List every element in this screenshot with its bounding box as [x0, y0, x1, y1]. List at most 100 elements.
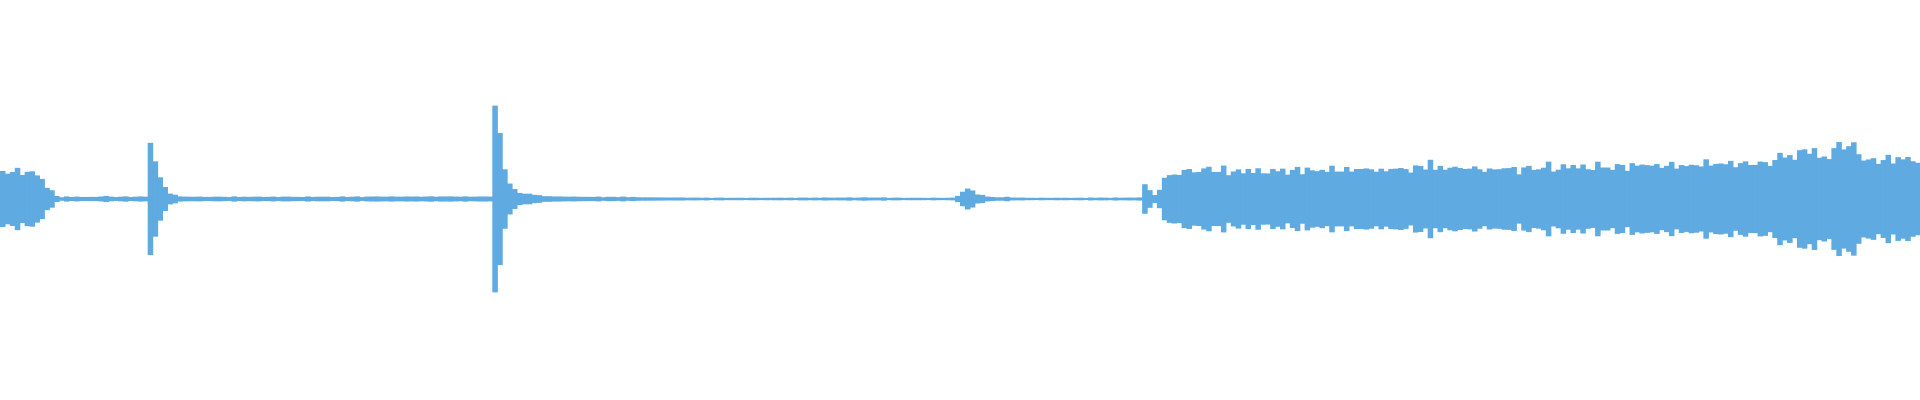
waveform-bar — [1772, 160, 1778, 238]
waveform-bar — [999, 197, 1005, 201]
waveform-bar — [329, 197, 336, 201]
waveform-bar — [1398, 168, 1404, 230]
waveform-bar — [974, 194, 981, 204]
waveform-bar — [1491, 169, 1498, 229]
waveform-bar — [1476, 169, 1483, 229]
waveform-bar — [502, 169, 508, 229]
waveform-bar — [1314, 171, 1320, 227]
waveform-bar — [1358, 168, 1365, 230]
waveform-bar — [969, 190, 976, 208]
waveform-bar — [881, 197, 887, 201]
waveform-bar — [1383, 171, 1389, 227]
waveform-bar — [1068, 197, 1074, 201]
waveform-bar — [708, 197, 715, 201]
waveform-bar — [64, 196, 70, 202]
waveform-bar — [1408, 172, 1414, 226]
waveform-bar — [640, 197, 646, 201]
waveform-bar — [201, 196, 208, 202]
waveform-bar — [1122, 197, 1128, 201]
waveform-bar — [787, 197, 794, 201]
waveform-bar — [1767, 165, 1773, 233]
waveform-bar — [1028, 197, 1035, 201]
waveform-bar — [73, 196, 80, 202]
waveform-bar — [1235, 169, 1242, 229]
waveform-bar — [644, 197, 651, 201]
waveform-bar — [1604, 167, 1611, 231]
waveform-bar — [19, 175, 26, 223]
waveform-bar — [561, 196, 567, 202]
waveform-bar — [964, 188, 971, 210]
waveform-bar — [1860, 160, 1867, 238]
waveform-bar — [1211, 171, 1217, 227]
waveform-bar — [1718, 163, 1724, 235]
waveform-bar — [1309, 170, 1316, 228]
waveform-bar — [1555, 169, 1562, 229]
waveform-bar — [945, 197, 951, 201]
waveform-bar — [334, 196, 341, 202]
waveform-bar — [1073, 197, 1079, 201]
waveform-bar — [822, 197, 828, 201]
waveform-bar — [1378, 168, 1384, 230]
waveform-bar — [418, 196, 424, 202]
waveform-bar — [1339, 171, 1345, 227]
waveform-bar — [1673, 168, 1680, 230]
waveform-bar — [1629, 163, 1636, 235]
waveform-bar — [1467, 168, 1473, 230]
waveform-bar — [1019, 197, 1025, 201]
waveform-bar — [1846, 146, 1852, 252]
waveform-bar — [152, 161, 159, 237]
waveform-bar — [103, 195, 109, 203]
waveform-bar — [1107, 197, 1114, 201]
waveform-bar — [1053, 197, 1060, 201]
waveform-bar — [1161, 177, 1168, 221]
waveform-bar — [1609, 169, 1616, 229]
waveform-bar — [1560, 164, 1567, 234]
waveform-bar — [467, 196, 474, 202]
waveform-bar — [1186, 169, 1192, 229]
waveform-bar — [1117, 197, 1124, 201]
waveform-bar — [1570, 165, 1576, 233]
waveform-bar — [1885, 154, 1892, 244]
waveform-bar — [162, 186, 168, 212]
waveform-bar — [187, 196, 193, 202]
waveform-bar — [807, 197, 813, 201]
waveform-bar — [1171, 174, 1178, 224]
waveform-bar — [1368, 169, 1375, 229]
waveform-bar — [615, 197, 621, 201]
waveform-bar — [1693, 165, 1700, 233]
waveform-bar — [482, 196, 488, 202]
waveform-bar — [1526, 165, 1532, 233]
waveform-bar — [1393, 168, 1399, 230]
waveform-bar — [905, 197, 912, 201]
waveform-bar — [689, 197, 695, 201]
waveform-bar — [487, 196, 493, 202]
waveform-bar — [1127, 197, 1133, 201]
waveform-bar — [1752, 164, 1759, 234]
waveform-bar — [1004, 196, 1010, 202]
waveform-bar — [1417, 166, 1424, 232]
waveform-bar — [300, 196, 306, 202]
waveform-bar — [216, 196, 223, 202]
waveform-bar — [1900, 159, 1906, 239]
waveform-bar — [1373, 171, 1380, 227]
waveform-bar — [423, 196, 429, 202]
waveform-bar — [841, 197, 848, 201]
waveform-bar — [1486, 168, 1493, 230]
waveform-bar — [1600, 167, 1606, 231]
waveform-bar — [1703, 159, 1709, 239]
waveform-bar — [1452, 166, 1458, 232]
waveform-bar — [438, 196, 444, 202]
waveform-bar — [1590, 170, 1596, 228]
waveform-bar — [1536, 169, 1542, 229]
waveform-bar — [1801, 149, 1808, 249]
waveform-bar — [1905, 156, 1911, 242]
waveform-bar — [846, 197, 853, 201]
waveform-bar — [600, 197, 607, 201]
waveform-bar — [625, 197, 631, 201]
waveform-bar — [1506, 168, 1512, 230]
waveform-bar — [1304, 167, 1311, 231]
waveform-bar — [930, 197, 936, 201]
waveform-bar — [398, 196, 405, 202]
